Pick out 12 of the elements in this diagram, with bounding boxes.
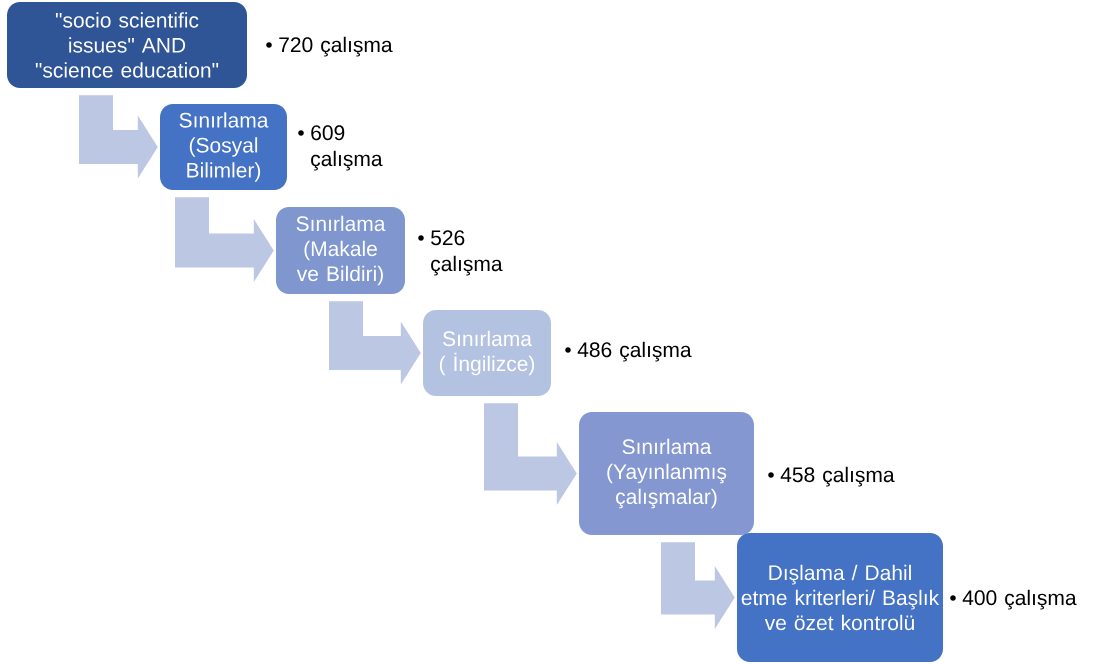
- count-text: 400 çalışma: [962, 589, 1077, 610]
- count-text: 526 çalışma: [431, 230, 503, 276]
- count-text: 458 çalışma: [780, 466, 895, 487]
- process-box: "socio scientific issues" AND "science education": [7, 2, 247, 88]
- process-box: Sınırlama (Yayınlanmış çalışmalar): [579, 412, 754, 535]
- process-box: Sınırlama ( İngilizce): [423, 310, 551, 396]
- process-box: Dışlama / Dahil etme kriterleri/ Başlık ve özet kontrolü: [737, 533, 943, 662]
- count-text: 486 çalışma: [577, 341, 692, 362]
- process-box: Sınırlama (Sosyal Bilimler): [160, 104, 287, 190]
- count-text: 720 çalışma: [279, 36, 393, 57]
- count-text: 609 çalışma: [311, 125, 383, 171]
- process-box: Sınırlama (Makale ve Bildiri): [276, 207, 405, 294]
